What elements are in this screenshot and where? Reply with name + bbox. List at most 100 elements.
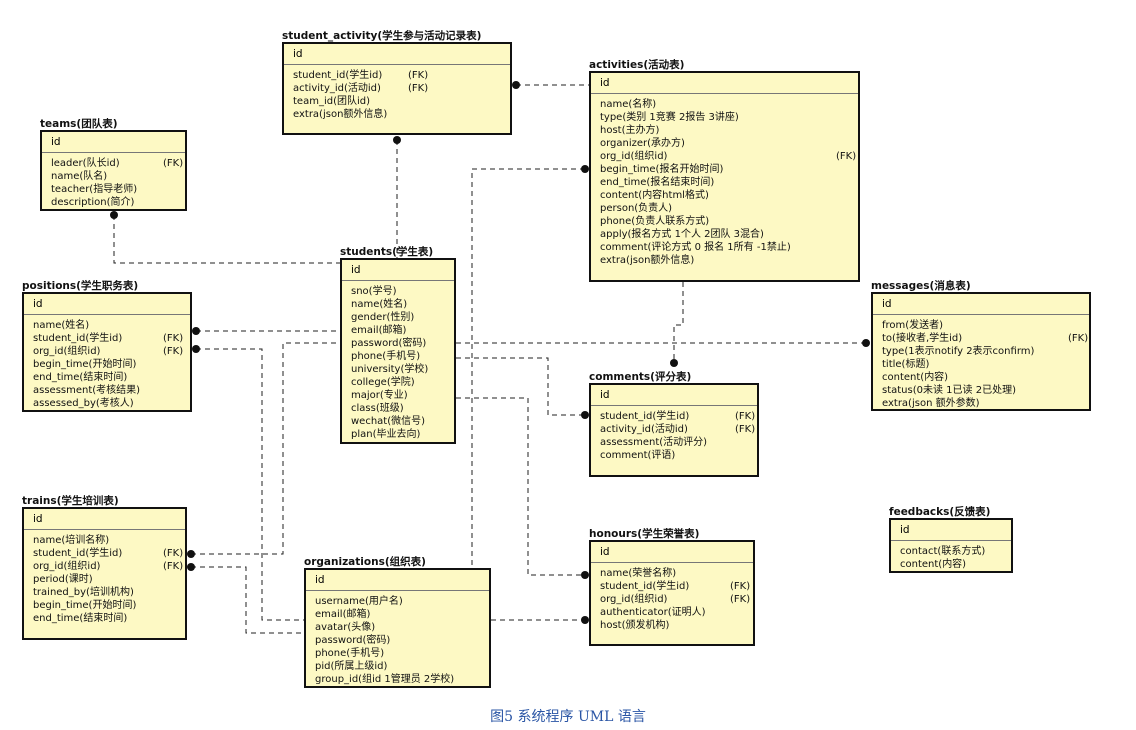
field-name: wechat(微信号) xyxy=(351,416,426,427)
field-name: class(班级) xyxy=(351,403,404,414)
field-row: status(0未读 1已读 2已处理) xyxy=(882,384,1089,397)
field-name: trained_by(培训机构) xyxy=(33,587,134,598)
field-name: description(简介) xyxy=(51,197,135,208)
field-row: comment(评论方式 0 报名 1所有 -1禁止) xyxy=(600,241,858,254)
field-row: content(内容) xyxy=(900,558,1011,571)
field-name: status(0未读 1已读 2已处理) xyxy=(882,385,1016,396)
relation-dot xyxy=(192,327,200,335)
entity-box: id name(姓名)student_id(学生id)(FK)org_id(组织… xyxy=(22,292,192,412)
field-name: phone(手机号) xyxy=(315,648,385,659)
field-name: student_id(学生id) xyxy=(600,581,690,592)
entity-title: messages(消息表) xyxy=(871,280,971,292)
rel-students-honours xyxy=(456,397,585,576)
field-name: email(邮箱) xyxy=(351,325,407,336)
entity-box: id sno(学号)name(姓名)gender(性别)email(邮箱)pas… xyxy=(340,258,456,444)
field-list: from(发送者) to(接收者,学生id) (FK) type(1表示notify … xyxy=(873,315,1089,410)
relation-dot xyxy=(581,571,589,579)
field-row: name(名称) xyxy=(600,98,858,111)
relation-dot xyxy=(192,345,200,353)
relation-dot xyxy=(581,616,589,624)
field-name: phone(手机号) xyxy=(351,351,421,362)
field-name: begin_time(报名开始时间) xyxy=(600,164,724,175)
field-row: org_id(组织id)(FK) xyxy=(600,593,753,606)
entity-organizations: organizations(组织表) id username(用户名)email… xyxy=(304,556,491,688)
entity-title: organizations(组织表) xyxy=(304,556,426,568)
field-name: assessment(活动评分) xyxy=(600,437,708,448)
field-name: sno(学号) xyxy=(351,286,397,297)
entity-activities: activities(活动表) id name(名称)type(类别 1竞赛 2… xyxy=(589,59,860,282)
field-name: name(姓名) xyxy=(33,320,90,331)
field-row: phone(手机号) xyxy=(315,647,489,660)
field-name: period(课时) xyxy=(33,574,93,585)
field-row: plan(毕业去向) xyxy=(351,428,454,441)
entity-comments: comments(评分表) id student_id(学生id)(FK)act… xyxy=(589,371,759,477)
field-row: leader(队长id) (FK) xyxy=(51,157,185,170)
field-row: password(密码) xyxy=(315,634,489,647)
entity-trains: trains(学生培训表) id name(培训名称)student_id(学生… xyxy=(22,495,187,640)
field-row: phone(手机号) xyxy=(351,350,454,363)
foreign-key-marker: (FK) xyxy=(163,346,184,357)
primary-key: id xyxy=(591,73,858,94)
rel-trains-organizations xyxy=(191,566,304,634)
field-row: end_time(结束时间) xyxy=(33,371,190,384)
foreign-key-marker: (FK) xyxy=(163,333,184,344)
field-row: activity_id(活动id)(FK) xyxy=(600,423,757,436)
field-name: major(专业) xyxy=(351,390,408,401)
field-name: student_id(学生id) xyxy=(600,411,690,422)
field-row: assessed_by(考核人) xyxy=(33,397,190,410)
primary-key: id xyxy=(591,542,753,563)
relation-dot xyxy=(187,550,195,558)
field-name: comment(评语) xyxy=(600,450,676,461)
primary-key: id xyxy=(873,294,1089,315)
field-row: end_time(结束时间) xyxy=(33,612,185,625)
entity-students: students(学生表) id sno(学号)name(姓名)gender(性… xyxy=(340,246,456,444)
field-list: student_id(学生id)(FK)activity_id(活动id)(FK… xyxy=(591,406,757,462)
rel-activities-organizations xyxy=(471,168,585,568)
entity-box: id username(用户名)email(邮箱)avatar(头像)passw… xyxy=(304,568,491,688)
foreign-key-marker: (FK) xyxy=(1068,333,1089,344)
primary-key: id xyxy=(306,570,489,591)
field-name: name(名称) xyxy=(600,99,657,110)
field-name: begin_time(开始时间) xyxy=(33,600,137,611)
foreign-key-marker: (FK) xyxy=(163,561,184,572)
field-name: end_time(结束时间) xyxy=(33,372,128,383)
foreign-key-marker: (FK) xyxy=(163,158,184,169)
field-row: host(主办方) xyxy=(600,124,858,137)
field-name: host(主办方) xyxy=(600,125,660,136)
entity-title: students(学生表) xyxy=(340,246,434,258)
field-row: student_id(学生id)(FK) xyxy=(600,410,757,423)
primary-key: id xyxy=(591,385,757,406)
field-row: assessment(活动评分) xyxy=(600,436,757,449)
field-name: team_id(团队id) xyxy=(293,96,370,107)
field-name: type(1表示notify 2表示confirm) xyxy=(882,346,1035,357)
field-name: extra(json 额外参数) xyxy=(882,398,980,409)
entity-messages: messages(消息表) id from(发送者) to(接收者,学生id) (F… xyxy=(871,280,1091,411)
field-name: name(培训名称) xyxy=(33,535,110,546)
field-row: name(荣誉名称) xyxy=(600,567,753,580)
field-row: begin_time(报名开始时间) xyxy=(600,163,858,176)
entity-box: id student_id(学生id)(FK)activity_id(活动id)… xyxy=(282,42,512,135)
field-row: name(培训名称) xyxy=(33,534,185,547)
entity-box: id from(发送者) to(接收者,学生id) (FK) type(1表示noti… xyxy=(871,292,1091,411)
field-row: type(类别 1竞赛 2报告 3讲座) xyxy=(600,111,858,124)
field-row: org_id(组织id)(FK) xyxy=(33,345,190,358)
rel-positions-organizations xyxy=(196,348,304,621)
field-name: teacher(指导老师) xyxy=(51,184,138,195)
rel-activities-comments xyxy=(673,282,684,360)
field-row: extra(json额外信息) xyxy=(600,254,858,267)
field-name: name(荣誉名称) xyxy=(600,568,677,579)
field-name: from(发送者) xyxy=(882,320,944,331)
primary-key: id xyxy=(42,132,185,153)
entity-title: honours(学生荣誉表) xyxy=(589,528,700,540)
field-name: leader(队长id) xyxy=(51,158,120,169)
relation-dot xyxy=(581,165,589,173)
field-row: name(姓名) xyxy=(351,298,454,311)
field-row: extra(json 额外参数) xyxy=(882,397,1089,410)
field-row: sno(学号) xyxy=(351,285,454,298)
field-row: student_id(学生id)(FK) xyxy=(33,332,190,345)
field-name: to(接收者,学生id) xyxy=(882,333,963,344)
relation-dot xyxy=(512,81,520,89)
field-name: content(内容html格式) xyxy=(600,190,709,201)
foreign-key-marker: (FK) xyxy=(735,424,756,435)
